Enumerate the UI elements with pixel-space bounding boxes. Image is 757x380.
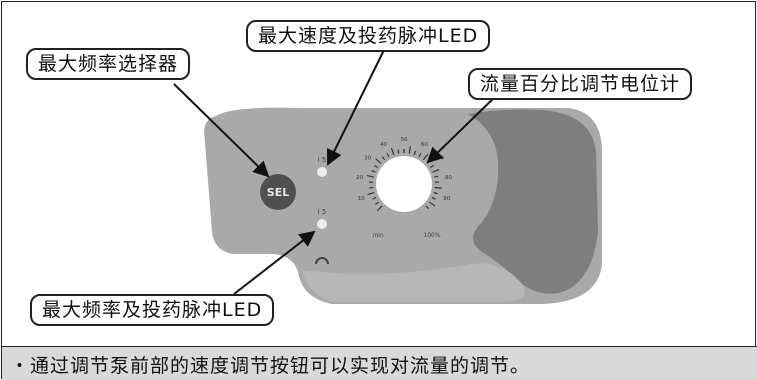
dial-scale-label: 20	[356, 175, 363, 181]
dial-tick	[371, 170, 376, 173]
dial-tick	[431, 196, 436, 200]
arrow-flow-percent-potentiometer	[426, 93, 499, 164]
dial-scale-label: 80	[445, 175, 452, 181]
sel-button-label: SEL	[267, 186, 289, 199]
dial-tick	[372, 196, 377, 200]
caption-text: ・通过调节泵前部的速度调节按钮可以实现对流量的调节。	[10, 355, 531, 377]
panel-small-mark	[315, 257, 329, 265]
dial-scale-label: 90	[443, 196, 450, 202]
dial-scale-label: 10	[358, 196, 365, 202]
dial-scale-label: 30	[364, 156, 371, 162]
dial-scale-label: 60	[421, 142, 428, 148]
dial-tick	[376, 205, 383, 212]
panel-lower-highlight	[302, 263, 526, 302]
dial-scale-label: 70	[437, 156, 444, 162]
dial-tick	[418, 153, 422, 158]
dial-tick	[367, 192, 375, 196]
dial-tick	[433, 192, 438, 195]
arrow-max-frequency-bolus-led	[233, 230, 316, 295]
callout-max-frequency-selector: 最大频率选择器	[26, 48, 191, 80]
dial-max-label: 100%	[423, 232, 440, 239]
sel-button[interactable]	[260, 174, 296, 210]
dial-scale-label: 50	[401, 137, 408, 143]
dial-tick	[390, 147, 395, 155]
led-bottom-label: i 5	[318, 208, 327, 216]
dial-tick	[381, 156, 386, 161]
dial-tick	[366, 174, 374, 178]
flow-percent-dial-knob[interactable]	[376, 156, 432, 212]
callout-flow-percent-potentiometer: 流量百分比调节电位计	[468, 68, 693, 100]
callout-max-speed-bolus-led: 最大速度及投药脉冲LED	[246, 20, 491, 52]
arrow-max-speed-bolus-led	[326, 49, 385, 166]
caption-bar: ・通过调节泵前部的速度调节按钮可以实现对流量的调节。	[2, 346, 757, 380]
callout-max-frequency-bolus-led: 最大频率及投药脉冲LED	[30, 294, 275, 326]
dial-tick	[408, 146, 411, 154]
dial-tick	[429, 164, 434, 169]
max-frequency-bolus-led	[317, 219, 327, 229]
dial-tick	[413, 150, 417, 155]
dial-scale-label: 40	[380, 142, 387, 148]
panel-dark-section	[468, 109, 598, 294]
dial-tick	[386, 153, 390, 158]
dial-tick	[425, 205, 430, 210]
led-top-label: i 5	[318, 156, 327, 164]
dial-tick	[374, 164, 379, 169]
dial-min-label: min	[372, 232, 384, 239]
dial-scale: 10 20 30 40 50 60 70 80 90	[356, 137, 452, 212]
dial-tick	[432, 168, 440, 173]
panel-illustration: SEL i 5 i 5 10 20 30 40 50 60 70 80 90 min 100%	[173, 49, 602, 305]
arrow-max-frequency-selector	[173, 83, 270, 178]
max-speed-bolus-led	[317, 167, 327, 177]
dial-tick	[375, 158, 382, 164]
dial-tick	[375, 201, 380, 205]
dial-tick	[434, 175, 439, 178]
dial-tick	[397, 149, 400, 154]
dial-tick	[428, 201, 436, 207]
dial-tick	[434, 186, 442, 189]
